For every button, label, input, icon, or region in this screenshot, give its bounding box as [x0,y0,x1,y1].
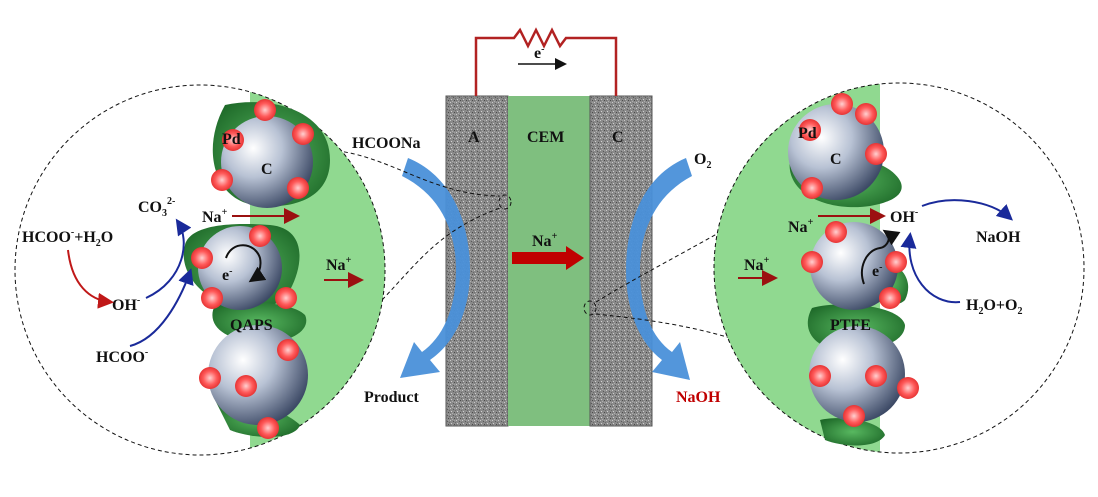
pd-particle [277,339,299,361]
carbon-particle [810,222,898,310]
na-membrane-label: Na+ [532,231,558,250]
water-oxygen-label: H2O+O2 [966,297,1022,317]
pd-particle [825,221,847,243]
o2-label: O2 [694,151,711,171]
anode-zoom-bubble: Pd C QAPS e- Na+ Na+ CO32- HCOO-+H2O OH-… [14,84,386,456]
naoh-bubble-label: NaOH [976,229,1021,246]
cathode-electrode [589,95,653,427]
pd-label-right: Pd [798,125,817,142]
anode-label: A [468,129,480,146]
formate-to-hydroxide-arrow [67,249,114,309]
na-membrane-arrow [512,246,584,270]
electron-swirl-arrow [225,244,267,283]
pd-particle [799,119,821,141]
pd-particle [249,225,271,247]
hydroxide-label-right: OH- [890,207,918,226]
pd-particle [801,251,823,273]
pd-particle [865,365,887,387]
membrane-sodium-transport: Na+ [512,231,584,270]
electron-label: e- [534,44,544,62]
pd-particle [222,129,244,151]
carbon-particle [198,226,282,310]
cathode-label: C [612,129,624,146]
pd-particles [191,99,314,439]
pd-particle [843,405,865,427]
carbonate-label: CO32- [138,196,175,219]
pd-particle [865,143,887,165]
pd-particle [211,169,233,191]
hydroxide-to-naoh-arrow [921,199,1013,221]
na-label-right-left: Na+ [744,255,770,274]
cem-label: CEM [527,129,564,146]
formate-oxidation-arrow [129,268,194,347]
pd-particle [257,417,279,439]
ptfe-label: PTFE [830,317,871,334]
pd-particle [879,287,901,309]
cell-assembly: A CEM C [445,95,653,427]
electron-swirl-arrow-right [861,229,901,285]
pd-particle [199,367,221,389]
formate-water-label: HCOO-+H2O [22,227,113,249]
carbon-label-right: C [830,151,842,168]
cathode-flow: O2 NaOH [626,151,721,406]
circuit-wire [474,27,618,96]
zoom-guides [329,149,841,393]
formate-label: HCOO- [96,347,148,366]
hcoona-label: HCOONa [352,135,420,152]
na-label-left-top: Na+ [202,207,228,226]
anode-zoom-spot [498,194,512,210]
external-circuit: e- [474,27,618,96]
anode-flow: HCOONa Product [352,135,470,406]
pd-particle [275,287,297,309]
pd-particle [191,247,213,269]
pd-particle [855,103,877,125]
carbon-label: C [261,161,273,178]
na-label-left-right: Na+ [326,255,352,274]
pd-label: Pd [222,131,241,148]
cathode-curved-arrow [626,158,692,380]
carbon-particle [809,326,905,422]
anode-curved-arrow [400,158,470,378]
naoh-output-label: NaOH [676,389,721,406]
pd-particle [254,99,276,121]
qaps-label: QAPS [230,317,273,334]
cathode-zoom-bubble: Pd C PTFE e- Na+ Na+ OH- NaOH H2O+O2 [713,82,1085,454]
pd-particle [235,375,257,397]
cathode-zoom-spot [583,300,597,316]
oxygen-reduction-arrow [900,232,961,304]
pd-particle [292,123,314,145]
carbon-particle [208,325,308,425]
pd-particle [809,365,831,387]
pd-particle [801,177,823,199]
pd-particle [897,377,919,399]
pd-particles [799,93,919,427]
ptfe-blob [820,418,885,446]
pd-particle [831,93,853,115]
na-label-right-top: Na+ [788,217,814,236]
product-label: Product [364,389,419,406]
hydroxide-to-carbonate-arrow [145,218,192,299]
pd-particle [885,251,907,273]
electron-label-left: e- [222,266,232,284]
pd-particle [287,177,309,199]
hydroxide-label-left: OH- [112,295,140,314]
electron-label-right: e- [872,262,882,280]
pd-particle [201,287,223,309]
